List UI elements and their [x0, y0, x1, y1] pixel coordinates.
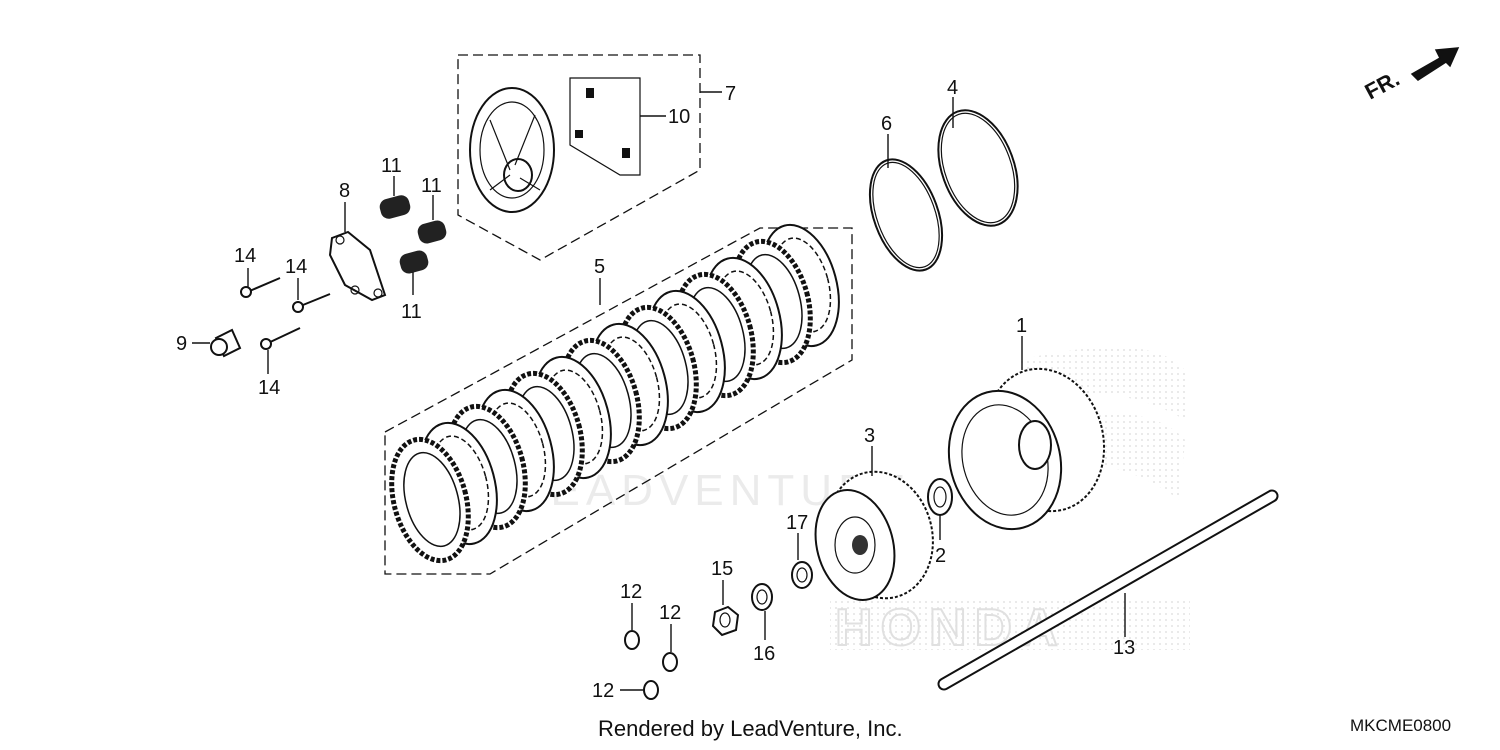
callout-14b: 14 [285, 256, 307, 278]
clutch-disc-inner [602, 336, 661, 432]
part-15-nut [711, 580, 740, 637]
clutch-disc-inner [545, 369, 604, 465]
clutch-disc-inner [716, 270, 775, 366]
callout-17: 17 [786, 512, 808, 534]
callout-14a: 14 [234, 245, 256, 267]
callout-10: 10 [668, 106, 690, 128]
callout-12a: 12 [620, 581, 642, 603]
part-5-clutch-disc-pack [384, 223, 853, 575]
clutch-disc-inner [403, 451, 461, 548]
diagram-code: MKCME0800 [1350, 716, 1452, 735]
part-10-plate [569, 77, 641, 176]
callout-12c: 12 [592, 680, 614, 702]
callout-3: 3 [864, 425, 875, 447]
callout-9: 9 [176, 333, 187, 355]
callout-2: 2 [935, 545, 946, 567]
callout-14c: 14 [258, 377, 280, 399]
callout-8: 8 [339, 180, 350, 202]
callout-11c: 11 [401, 301, 422, 323]
callout-6: 6 [881, 113, 892, 135]
callout-1: 1 [1016, 315, 1027, 337]
clutch-disc-inner [659, 303, 718, 399]
clutch-disc-inner [773, 237, 832, 333]
part-17-washer [791, 533, 813, 589]
front-direction-arrow: FR. [1361, 47, 1460, 105]
credit-text: Rendered by LeadVenture, Inc. [598, 716, 903, 741]
part-12-circlips [620, 603, 678, 700]
callout-4: 4 [947, 77, 958, 99]
part-9-collar [192, 328, 242, 358]
clutch-disc-inner [431, 435, 490, 531]
clutch-disc [389, 436, 471, 564]
callout-15: 15 [711, 558, 733, 580]
part-2-washer [927, 478, 953, 540]
callout-12b: 12 [659, 602, 681, 624]
watermark-brand: HONDA [835, 599, 1066, 657]
part-6-ring [868, 134, 944, 272]
part-8-lifter-plate [328, 202, 387, 302]
part-4-ring [937, 97, 1019, 227]
callout-16: 16 [753, 643, 775, 665]
part-11-springs [379, 176, 447, 295]
part-3-clutch-center [814, 446, 934, 601]
direction-label: FR. [1361, 66, 1404, 105]
clutch-disc-inner [488, 402, 547, 498]
callout-13: 13 [1113, 637, 1135, 659]
callout-11b: 11 [421, 175, 442, 197]
callout-7: 7 [725, 83, 736, 105]
callout-5: 5 [594, 256, 605, 278]
part-13-push-rod [937, 489, 1279, 691]
part-1-clutch-outer [947, 336, 1106, 531]
callout-11a: 11 [381, 155, 402, 177]
part-14-bolts [240, 268, 331, 374]
part-16-washer [751, 583, 773, 640]
callout-labels: 1 2 3 4 5 6 7 8 9 10 11 11 11 12 12 12 1… [176, 77, 1135, 702]
part-7-pressure-plate-group [457, 54, 722, 261]
